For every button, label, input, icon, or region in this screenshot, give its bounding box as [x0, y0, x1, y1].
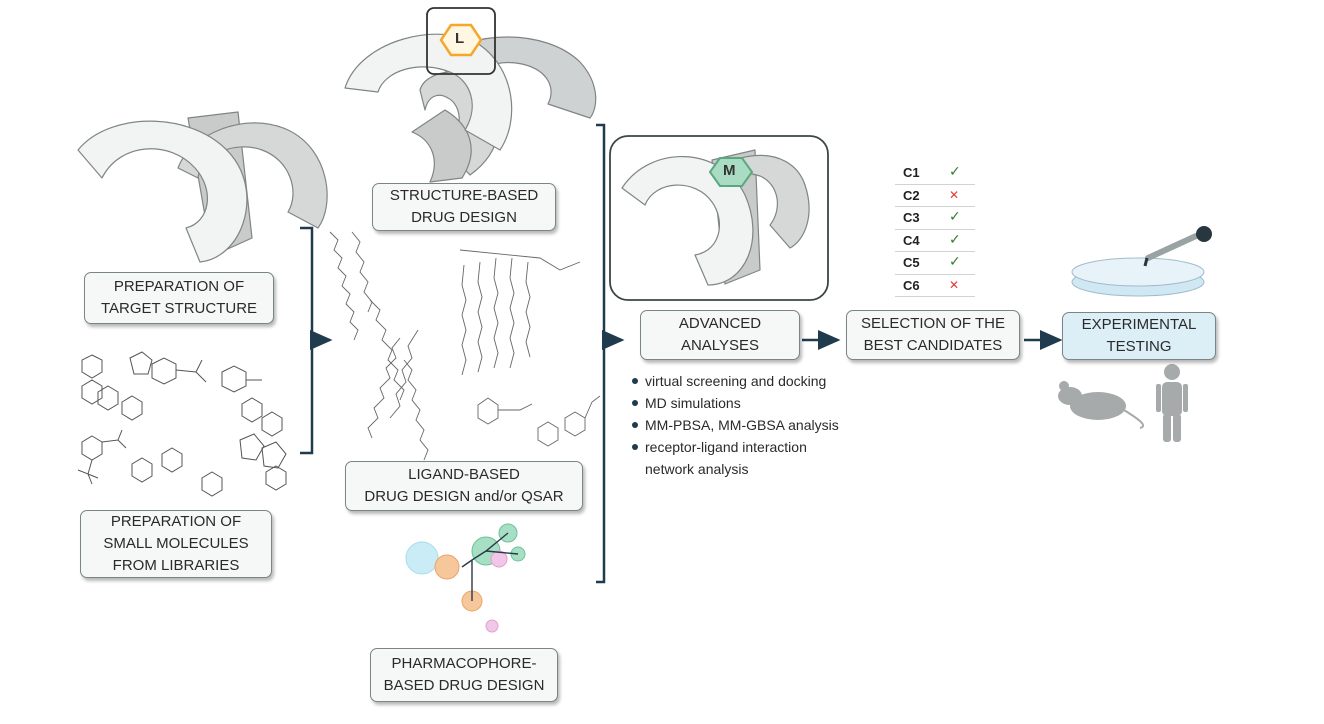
- check-icon: ✓: [949, 163, 961, 179]
- mouse-illustration: [1058, 381, 1145, 429]
- prep-target-line-1: PREPARATION OF: [113, 278, 245, 295]
- molecule-hexagon: [708, 157, 754, 187]
- lbdd-line-1: LIGAND-BASED: [408, 466, 520, 483]
- sbdd-protein-ribbon: [344, 33, 597, 183]
- candidate-list: C1 ✓ C2 ✕ C3 ✓ C4 ✓ C5 ✓ C6 ✕: [895, 162, 975, 297]
- human-illustration: [1156, 364, 1188, 442]
- check-icon: ✓: [949, 253, 961, 269]
- advanced-analyses-box: ADVANCED ANALYSES: [640, 310, 800, 360]
- experimental-line-1: EXPERIMENTAL: [1081, 316, 1197, 333]
- candidate-label: C5: [903, 255, 920, 270]
- prep-small-line-1: PREPARATION OF: [110, 513, 242, 530]
- middle-bracket: [596, 123, 606, 584]
- binding-site-frame: [426, 7, 496, 75]
- candidate-row: C1 ✓: [895, 162, 975, 185]
- lbdd-box: LIGAND-BASED DRUG DESIGN and/or QSAR: [345, 461, 583, 511]
- pharmacophore-model: [405, 523, 526, 633]
- molecule-hex-label: M: [723, 162, 736, 179]
- candidate-label: C2: [903, 187, 920, 203]
- selection-line-1: SELECTION OF THE: [861, 315, 1005, 332]
- prep-target-line-2: TARGET STRUCTURE: [100, 300, 258, 317]
- candidate-label: C4: [903, 232, 920, 248]
- candidate-row: C2 ✕: [895, 185, 975, 207]
- analysis-item-continued: network analysis: [645, 461, 749, 477]
- sbdd-line-2: DRUG DESIGN: [411, 209, 517, 226]
- candidate-row: C3 ✓: [895, 207, 975, 230]
- candidate-label: C1: [903, 165, 920, 180]
- sbdd-box: STRUCTURE-BASED DRUG DESIGN: [372, 183, 556, 231]
- analyses-list: virtual screening and docking MD simulat…: [630, 370, 839, 480]
- prep-small-line-2: SMALL MOLECULES: [103, 535, 249, 552]
- experimental-box: EXPERIMENTAL TESTING: [1062, 312, 1216, 360]
- cross-icon: ✕: [949, 187, 960, 202]
- ligand-hexagon: [439, 23, 483, 57]
- target-protein-ribbon: [77, 111, 328, 263]
- lipid-structures: [329, 231, 601, 461]
- prep-small-line-3: FROM LIBRARIES: [112, 557, 240, 574]
- analysis-item: MM-PBSA, MM-GBSA analysis: [630, 414, 839, 436]
- candidate-label: C3: [903, 210, 920, 225]
- cross-icon: ✕: [949, 277, 960, 292]
- small-molecule-structures: [77, 351, 287, 497]
- left-bracket: [300, 226, 314, 455]
- advanced-line-1: ADVANCED: [678, 315, 762, 332]
- candidate-row: C5 ✓: [895, 252, 975, 275]
- candidate-row: C4 ✓: [895, 230, 975, 252]
- candidate-label: C6: [903, 277, 920, 293]
- pharmacophore-box: PHARMACOPHORE- BASED DRUG DESIGN: [370, 648, 558, 702]
- petri-dish-illustration: [1071, 226, 1212, 297]
- selection-line-2: BEST CANDIDATES: [863, 337, 1003, 354]
- sbdd-line-1: STRUCTURE-BASED: [389, 187, 539, 204]
- prep-small-molecules-box: PREPARATION OF SMALL MOLECULES FROM LIBR…: [80, 510, 272, 578]
- analysis-item: virtual screening and docking: [630, 370, 839, 392]
- ligand-hex-label: L: [455, 30, 465, 47]
- pharma-line-1: PHARMACOPHORE-: [391, 655, 537, 672]
- analysis-item: MD simulations: [630, 392, 839, 414]
- lbdd-line-2: DRUG DESIGN and/or QSAR: [364, 488, 564, 505]
- candidate-row: C6 ✕: [895, 275, 975, 297]
- check-icon: ✓: [949, 230, 961, 247]
- pharma-line-2: BASED DRUG DESIGN: [383, 677, 545, 694]
- selection-box: SELECTION OF THE BEST CANDIDATES: [846, 310, 1020, 360]
- experimental-line-2: TESTING: [1106, 338, 1172, 355]
- prep-target-box: PREPARATION OF TARGET STRUCTURE: [84, 272, 274, 324]
- analysis-item: receptor-ligand interaction: [630, 436, 839, 458]
- advanced-line-2: ANALYSES: [680, 337, 760, 354]
- check-icon: ✓: [949, 208, 961, 224]
